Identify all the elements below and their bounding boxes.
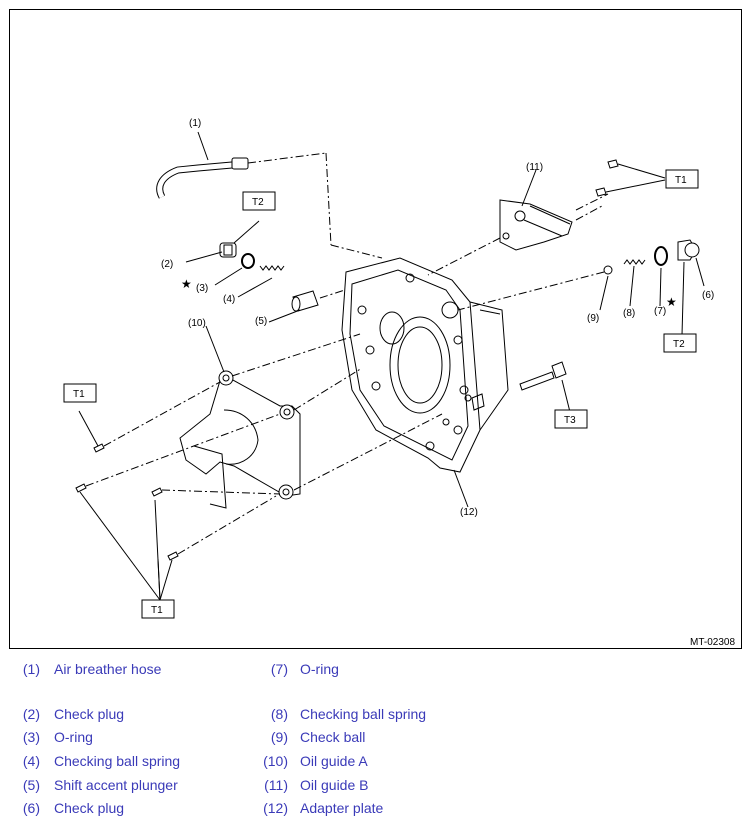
callout-5: (5) — [255, 316, 267, 327]
legend-num: (6) — [22, 800, 40, 816]
callout-3: (3) — [196, 283, 208, 294]
legend-text: Checking ball spring — [54, 753, 181, 769]
tag-t3 — [554, 409, 588, 429]
callout-11: (11) — [526, 162, 543, 173]
check-ball — [457, 265, 613, 311]
exploded-diagram: (1) (2) (3) (4) (5) (6) (7) (8) (9) (10)… — [63, 118, 735, 648]
spring-right — [623, 259, 646, 307]
adapter-plate — [341, 257, 509, 508]
star-marker-right: ★ — [666, 295, 677, 309]
air-breather-hose — [156, 131, 383, 259]
legend-num: (8) — [270, 706, 288, 722]
bolts-t1 — [75, 381, 281, 601]
tag-t1-upper-right — [665, 169, 699, 189]
legend-num: (5) — [22, 777, 40, 793]
legend-text: Check plug — [54, 800, 125, 816]
bolt-t3 — [519, 361, 571, 413]
legend-text: O-ring — [300, 661, 339, 677]
oil-guide-b — [427, 159, 666, 276]
legend-num: (1) — [22, 661, 40, 677]
legend-text: Air breather hose — [54, 661, 162, 677]
check-plug-left — [185, 220, 260, 263]
legend-num: (2) — [22, 706, 40, 722]
legend-text: Adapter plate — [300, 800, 384, 816]
callout-9: (9) — [587, 313, 599, 324]
tag-t1-left-text: T1 — [73, 389, 85, 400]
legend-text: Check plug — [54, 706, 125, 722]
star-marker-left: ★ — [181, 277, 192, 291]
callout-1: (1) — [189, 118, 201, 129]
tag-t2-right-text: T2 — [673, 339, 685, 350]
tag-t2-right — [663, 333, 697, 353]
callout-12: (12) — [460, 507, 478, 518]
callout-10: (10) — [188, 318, 206, 329]
callout-6: (6) — [702, 290, 714, 301]
callout-4: (4) — [223, 294, 235, 305]
legend-text: Check ball — [300, 729, 366, 745]
figure-reference-code: MT-02308 — [690, 637, 735, 648]
oil-guide-a — [179, 325, 443, 509]
legend-num: (12) — [263, 800, 288, 816]
legend-num: (7) — [270, 661, 288, 677]
spring-left — [237, 265, 285, 298]
exploded-diagram-frame: (1) (2) (3) (4) (5) (6) (7) (8) (9) (10)… — [9, 9, 742, 649]
legend-num: (4) — [22, 753, 40, 769]
legend-num: (11) — [264, 777, 288, 793]
parts-legend: (1) Air breather hose (2) Check plug (3)… — [0, 655, 752, 824]
tag-t2-upper-text: T2 — [252, 197, 264, 208]
legend-text: Oil guide B — [300, 777, 369, 793]
callout-8: (8) — [623, 308, 635, 319]
tag-t1-upper-right-text: T1 — [675, 175, 687, 186]
tag-t2-upper — [242, 191, 276, 211]
tag-t1-bottom — [141, 599, 175, 619]
tag-t3-text: T3 — [564, 415, 576, 426]
callout-2: (2) — [161, 259, 173, 270]
legend-num: (10) — [263, 753, 288, 769]
legend-num: (9) — [270, 729, 288, 745]
legend-text: O-ring — [54, 729, 93, 745]
tag-t1-bottom-text: T1 — [151, 605, 163, 616]
legend-text: Checking ball spring — [300, 706, 427, 722]
legend-text: Oil guide A — [300, 753, 368, 769]
legend-num: (3) — [22, 729, 40, 745]
callout-7: (7) — [654, 306, 666, 317]
o-ring-right — [654, 246, 668, 307]
legend-text: Shift accent plunger — [54, 777, 178, 793]
tag-t1-left — [63, 383, 97, 403]
check-plug-right — [677, 239, 705, 336]
o-ring-left — [214, 253, 255, 286]
